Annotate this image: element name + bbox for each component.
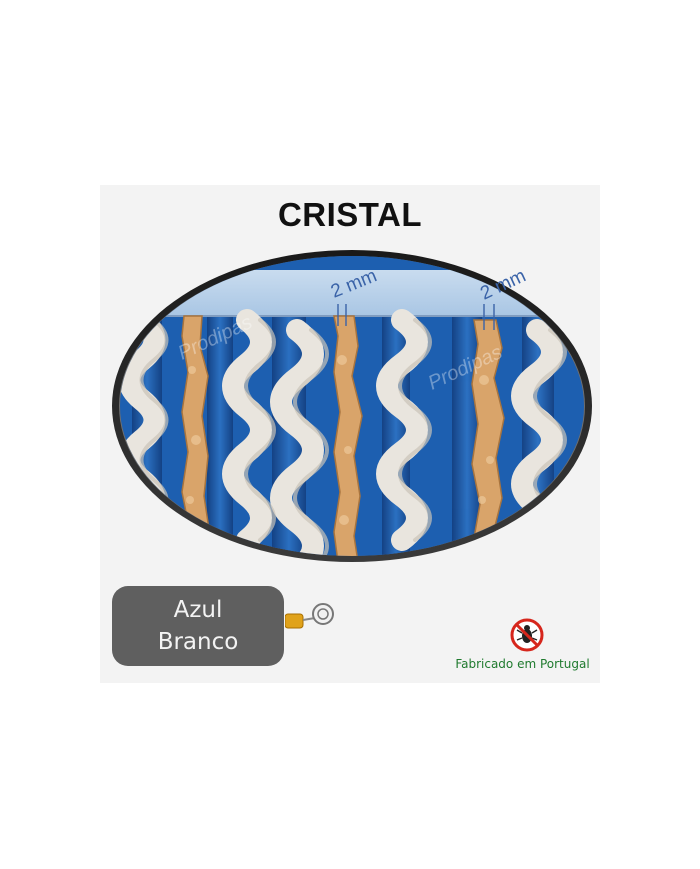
keychain-icon <box>285 603 334 629</box>
color-option-label: Branco <box>157 629 239 655</box>
curtain-closeup-photo: 2 mm 2 mm Prodipas Prodipas <box>112 250 592 562</box>
color-option-label: Azul <box>173 597 223 623</box>
made-in-portugal-text: Fabricado em Portugal <box>455 657 590 671</box>
color-options-box: Azul Branco <box>112 586 284 666</box>
product-title: CRISTAL <box>277 196 423 233</box>
no-insect-icon <box>510 618 544 652</box>
